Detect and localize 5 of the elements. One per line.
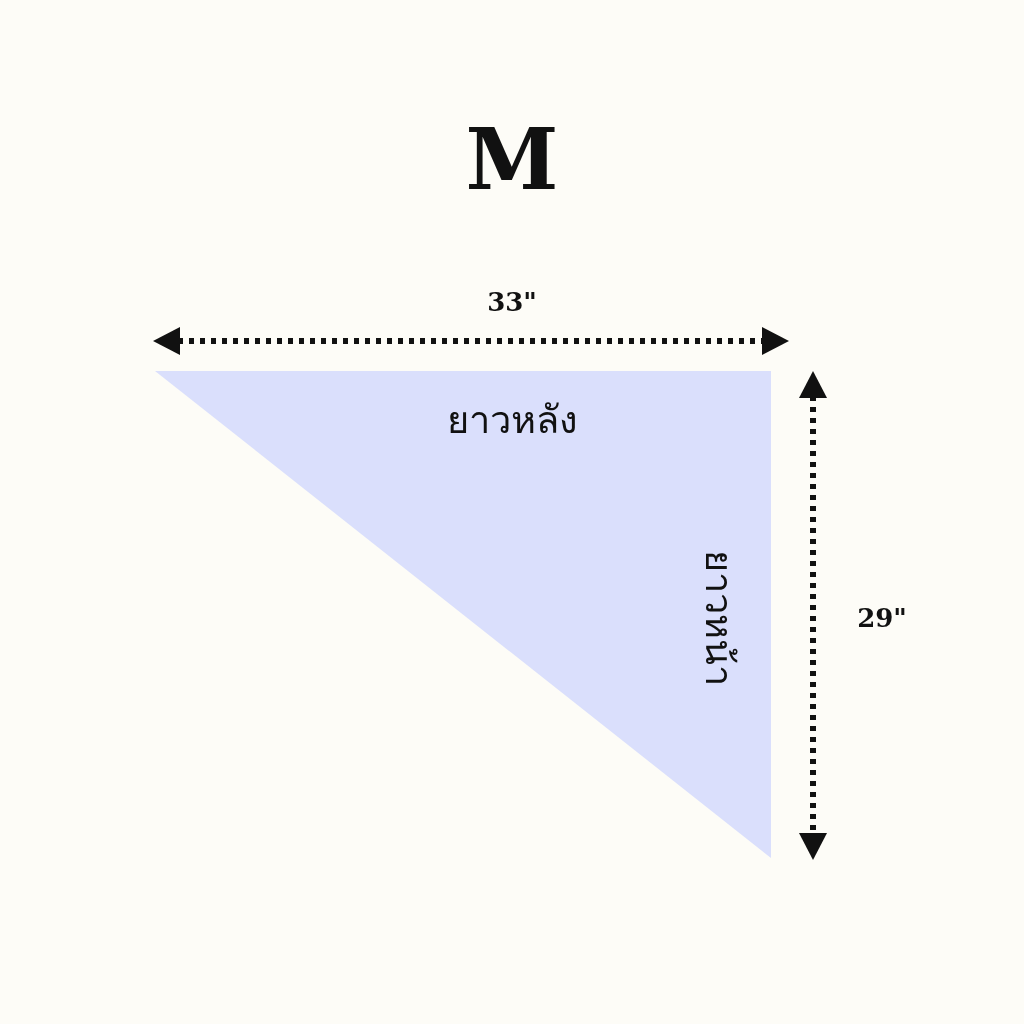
measure-label: ยาวหลัง <box>446 398 578 444</box>
dimension-label: 29" <box>857 605 907 631</box>
measure-label: ยาวหน้า <box>695 550 741 686</box>
title: M <box>465 118 559 202</box>
dimension-label: 33" <box>487 289 537 315</box>
